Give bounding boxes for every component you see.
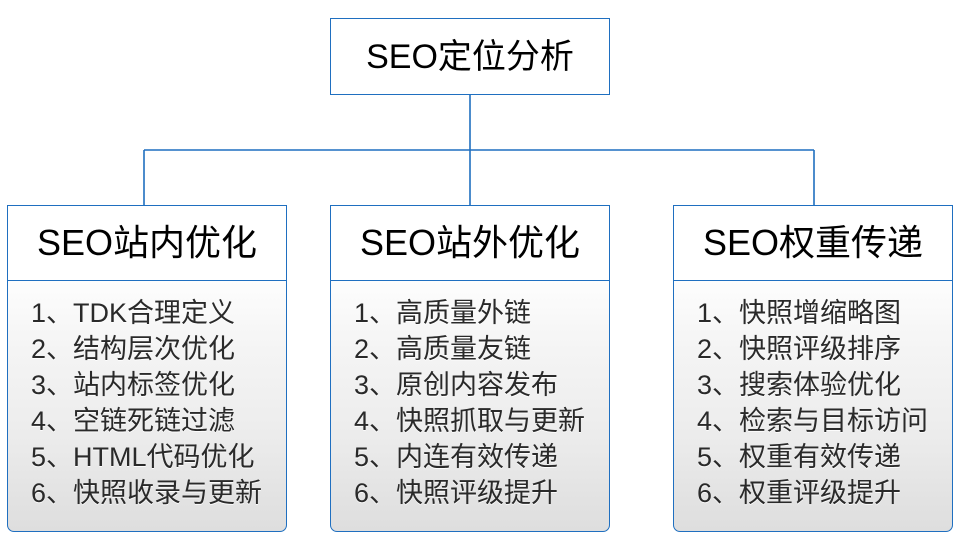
list-item: 2、结构层次优化 bbox=[31, 333, 236, 364]
list-item: 5、权重有效传递 bbox=[697, 441, 902, 472]
branch-header-3[interactable]: SEO权重传递 bbox=[673, 205, 953, 281]
list-item: 4、空链死链过滤 bbox=[31, 405, 236, 436]
list-item: 4、检索与目标访问 bbox=[697, 405, 929, 436]
list-item: 1、高质量外链 bbox=[354, 297, 532, 328]
branch-title-1: SEO站内优化 bbox=[36, 222, 258, 263]
branch-list-1: 1、TDK合理定义 2、结构层次优化 3、站内标签优化 4、空链死链过滤 5、H… bbox=[7, 280, 287, 532]
branch-title-2: SEO站外优化 bbox=[359, 222, 581, 263]
list-item: 3、站内标签优化 bbox=[31, 369, 236, 400]
branch-header-2[interactable]: SEO站外优化 bbox=[330, 205, 610, 281]
list-item: 2、快照评级排序 bbox=[697, 333, 902, 364]
list-item: 3、原创内容发布 bbox=[354, 369, 559, 400]
list-item: 4、快照抓取与更新 bbox=[354, 405, 586, 436]
root-node[interactable]: SEO定位分析 bbox=[330, 18, 610, 95]
list-item: 6、权重评级提升 bbox=[697, 477, 902, 508]
branch-list-3: 1、快照增缩略图 2、快照评级排序 3、搜索体验优化 4、检索与目标访问 5、权… bbox=[673, 280, 953, 532]
list-item: 2、高质量友链 bbox=[354, 333, 532, 364]
branch-header-1[interactable]: SEO站内优化 bbox=[7, 205, 287, 281]
list-item: 1、快照增缩略图 bbox=[697, 297, 902, 328]
branch-title-3: SEO权重传递 bbox=[702, 222, 924, 263]
root-node-title: SEO定位分析 bbox=[366, 37, 574, 76]
branch-column-3: SEO权重传递 1、快照增缩略图 2、快照评级排序 3、搜索体验优化 4、检索与… bbox=[673, 205, 953, 532]
list-item: 1、TDK合理定义 bbox=[31, 297, 236, 328]
branch-column-2: SEO站外优化 1、高质量外链 2、高质量友链 3、原创内容发布 4、快照抓取与… bbox=[330, 205, 610, 532]
list-item: 3、搜索体验优化 bbox=[697, 369, 902, 400]
branch-list-2: 1、高质量外链 2、高质量友链 3、原创内容发布 4、快照抓取与更新 5、内连有… bbox=[330, 280, 610, 532]
branch-column-1: SEO站内优化 1、TDK合理定义 2、结构层次优化 3、站内标签优化 4、空链… bbox=[7, 205, 287, 532]
list-item: 6、快照收录与更新 bbox=[31, 477, 263, 508]
list-item: 5、内连有效传递 bbox=[354, 441, 559, 472]
list-item: 6、快照评级提升 bbox=[354, 477, 559, 508]
list-item: 5、HTML代码优化 bbox=[31, 441, 255, 472]
